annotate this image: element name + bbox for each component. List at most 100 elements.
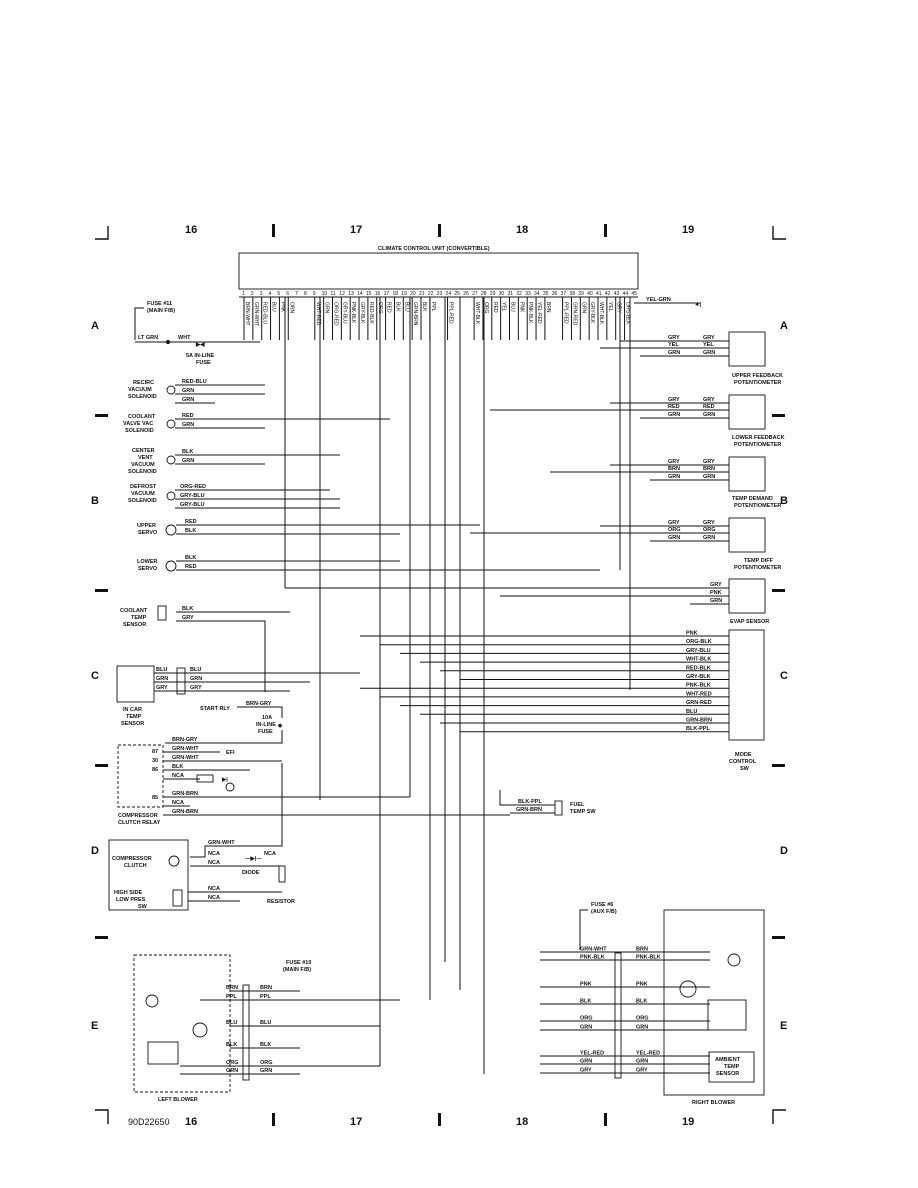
in-car-wire-1b: BLU [190, 667, 201, 673]
grid-row-tick [95, 764, 108, 767]
grid-tick [604, 1113, 607, 1126]
lower-fb-label-2: POTENTIOMETER [734, 442, 781, 448]
ccu-pin-wire-label: BRN-WHT [244, 302, 250, 326]
coolant-valve-wire-2: GRN [182, 422, 194, 428]
temp-diff-label-2: POTENTIOMETER [734, 565, 781, 571]
comp-clutch-label-1: COMPRESSOR [112, 856, 152, 862]
lower-servo-wire-2: RED [185, 564, 197, 570]
recirc-label-1: RECIRC [133, 380, 154, 386]
ccu-pin-number: 24 [446, 291, 452, 297]
coolant-temp-wire-1: BLK [182, 606, 193, 612]
left-blower-wire-6: GRN [226, 1068, 238, 1074]
ccu-pin-wire-label: PNK-BLK [350, 302, 356, 324]
inline-fuse-symbol: ▶◀ [195, 341, 205, 348]
wire [176, 620, 266, 692]
center-vent-icon [166, 455, 176, 465]
ccu-pin-number: 17 [384, 291, 390, 297]
ccu-pin-number: 7 [295, 291, 298, 297]
grid-row-c-right: C [780, 670, 788, 682]
temp-diff-wire-2: ORG [668, 527, 681, 533]
comp-wire-2: NCA [208, 851, 220, 857]
relay-diode-icon: ▶| [221, 776, 228, 783]
upper-fb-wire-2b: YEL [703, 342, 714, 348]
ccu-pin-wire-label: PPL-RED [563, 302, 569, 324]
right-blower-wire-left-label: BLK [580, 999, 591, 1005]
grid-row-d-left: D [91, 845, 99, 857]
grid-tick [438, 1113, 441, 1126]
ccu-pin-wire-label: GRN [580, 302, 586, 314]
right-blower-wire-left-label: PNK-BLK [580, 955, 605, 961]
mode-label-1: MODE [735, 752, 752, 758]
right-blower-wire-right-label: PNK-BLK [636, 955, 661, 961]
lower-fb-wire-1b: GRY [703, 397, 715, 403]
upper-feedback-pot: GRY YEL GRN GRY YEL GRN UPPER FEEDBACK P… [600, 331, 783, 386]
left-blower-wire-1: BRN [226, 985, 238, 991]
yel-grn-label: YEL-GRN [646, 297, 671, 303]
ccu-pin-wire-label: GRN [324, 302, 330, 314]
ccu-pin-number: 15 [366, 291, 372, 297]
in-car-label-2: TEMP [126, 714, 142, 720]
fuse6-label-1: FUSE #6 [591, 902, 613, 908]
corner-mark-br [772, 1109, 786, 1124]
upper-feedback-pot-box [728, 331, 766, 367]
relay-wire-7: NCA [172, 800, 184, 806]
recirc-wire-2: GRN [182, 388, 194, 394]
wire [499, 790, 555, 806]
ccu-pin-number: 39 [578, 291, 584, 297]
fuse10a-symbol: ◆ [277, 722, 283, 729]
relay-wire-4: BLK [172, 764, 183, 770]
left-blower-wire-2: PPL [226, 994, 237, 1000]
ccu-pin-number: 1 [242, 291, 245, 297]
in-car-wire-1: BLU [156, 667, 167, 673]
upper-servo-wire-2: BLK [185, 528, 196, 534]
relay-pin-30: 30 [152, 758, 158, 764]
ccu-pin-wire-label: BLK [394, 302, 400, 312]
ccu-pin-number: 45 [631, 291, 637, 297]
mode-label-3: SW [740, 766, 750, 772]
coolant-temp-wire-2: GRY [182, 615, 194, 621]
temp-demand-pot: GRY BRN GRN GRY BRN GRN TEMP DEMAND POTE… [550, 456, 781, 509]
high-side-label-3: SW [138, 904, 148, 910]
in-car-wire-3: GRY [156, 685, 168, 691]
left-blower-wire-2b: PPL [260, 994, 271, 1000]
ccu-pin-wire-label: RED-BLK [368, 302, 374, 324]
left-blower-transistor-icon [192, 1022, 208, 1038]
ccu-pin-number: 43 [614, 291, 620, 297]
resistor-icon [196, 774, 214, 783]
ccu-pin-wire-label: PPL-RED [448, 302, 454, 324]
relay-wire-5: NCA [172, 773, 184, 779]
mode-switch-box [728, 629, 765, 741]
ccu-pin-number: 40 [587, 291, 593, 297]
temp-diff-wire-3: GRN [668, 535, 680, 541]
compressor-box [108, 839, 189, 911]
left-blower-label: LEFT BLOWER [158, 1097, 198, 1103]
ambient-label-2: TEMP [724, 1064, 740, 1070]
fuse10-label-1: FUSE #10 [286, 960, 311, 966]
ccu-pin-wire-label: GRN-WHT [253, 302, 259, 326]
right-blower-wire-right-label: BRN [636, 947, 648, 953]
upper-servo-icon [165, 524, 177, 536]
defrost-label-1: DEFROST [130, 484, 157, 490]
coolant-valve-wire-1: RED [182, 413, 194, 419]
defrost-wire-3: GRY-BLU [180, 502, 205, 508]
right-blower-connector [614, 952, 622, 1079]
left-blower-wire-1b: BRN [260, 985, 272, 991]
lower-fb-wire-3: GRN [668, 412, 680, 418]
ccu-pin-wire-label: GRY [616, 302, 622, 313]
ccu-pin-wire-label: BLU [510, 302, 516, 312]
left-blower-wire-4b: BLK [260, 1042, 271, 1048]
grid-row-c-left: C [91, 670, 99, 682]
left-blower-wire-6b: GRN [260, 1068, 272, 1074]
grid-row-e-right: E [780, 1020, 787, 1032]
defrost-icon [166, 491, 176, 501]
right-blower-wire-right-label: GRN [636, 1025, 648, 1031]
grid-tick [272, 1113, 275, 1126]
comp-clutch-label-2: CLUTCH [124, 863, 147, 869]
grid-row-b-left: B [91, 495, 99, 507]
temp-demand-wire-1: GRY [668, 459, 680, 465]
ambient-sensor-box [708, 1051, 755, 1083]
lower-fb-wire-3b: GRN [703, 412, 715, 418]
upper-fb-wire-3b: GRN [703, 350, 715, 356]
lower-fb-wire-1: GRY [668, 397, 680, 403]
mode-wire-label: BLU [686, 709, 697, 715]
